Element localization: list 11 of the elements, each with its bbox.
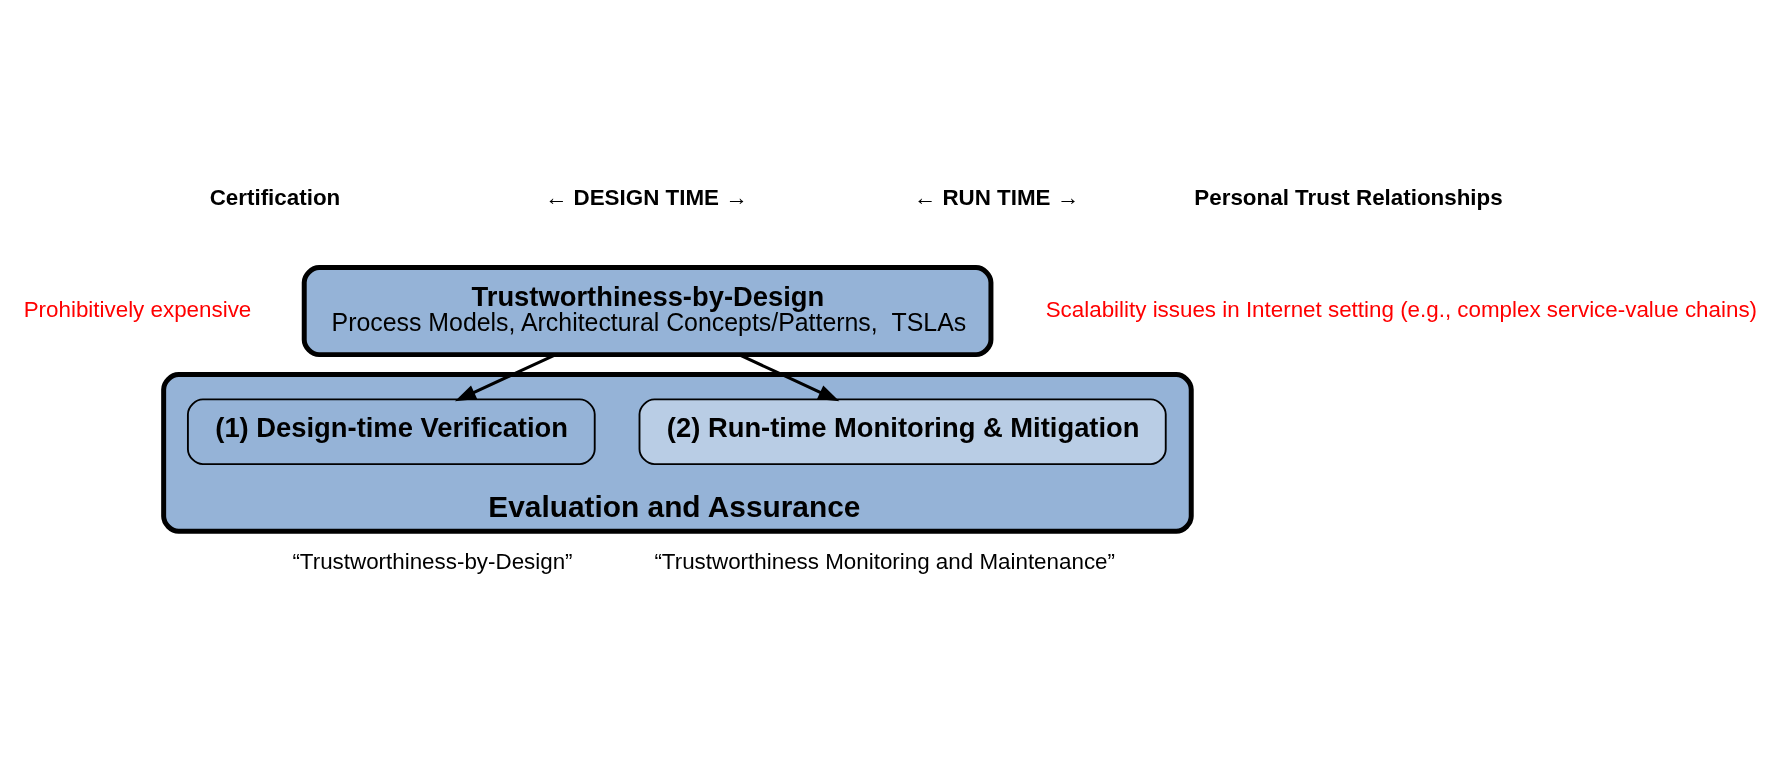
label: “Trustworthiness-by-Design” bbox=[292, 549, 573, 575]
label: Prohibitively expensive bbox=[23, 296, 252, 322]
label: Certification bbox=[209, 184, 341, 210]
node-box: (1) Design-time Verification bbox=[186, 398, 596, 466]
label: Personal Trust Relationships bbox=[1194, 184, 1503, 210]
node-box: (2) Run-time Monitoring & Mitigation bbox=[638, 398, 1167, 466]
label: ← DESIGN TIME → bbox=[544, 184, 748, 210]
label: ← RUN TIME → bbox=[913, 184, 1080, 210]
label: Scalability issues in Internet setting (e.g., complex service-value chains) bbox=[1045, 296, 1758, 322]
node-box: Trustworthiness-by-Design Process Models, Architectural Concepts/Patterns, TSLAs bbox=[301, 265, 994, 358]
label: “Trustworthiness Monitoring and Maintenance” bbox=[654, 549, 1115, 575]
